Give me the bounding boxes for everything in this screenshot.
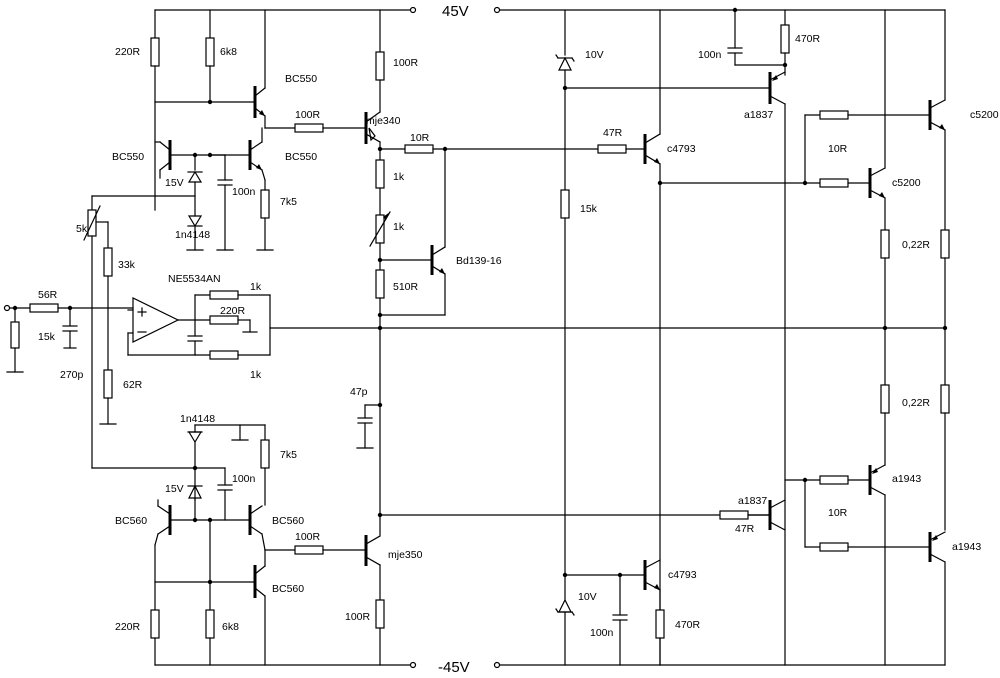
label-a1943-b: a1943 bbox=[952, 541, 981, 553]
label-47p: 47p bbox=[350, 386, 368, 398]
label-bc560-left: BC560 bbox=[115, 515, 147, 527]
label-270p: 270p bbox=[60, 369, 84, 381]
label-100r-bot: 100R bbox=[345, 611, 371, 623]
label-100r-base-bot: 100R bbox=[295, 531, 321, 543]
label-1k-trim: 1k bbox=[393, 221, 405, 233]
opamp-section bbox=[3, 195, 948, 469]
label-15v-top: 15V bbox=[165, 177, 184, 189]
label-ne5534: NE5534AN bbox=[168, 273, 221, 285]
label-470r-top: 470R bbox=[795, 33, 821, 45]
label-022r-bot: 0,22R bbox=[902, 397, 930, 409]
label-c4793-top: c4793 bbox=[667, 143, 696, 155]
label-bc560-bot: BC560 bbox=[272, 583, 304, 595]
label-15k-mid: 15k bbox=[580, 203, 598, 215]
label-5k-pot: 5k bbox=[76, 223, 88, 235]
label-100r-top: 100R bbox=[393, 57, 419, 69]
label-10r-vbe: 10R bbox=[410, 132, 430, 144]
label-15v-bot: 15V bbox=[165, 483, 184, 495]
label-6k8-bot: 6k8 bbox=[222, 621, 239, 633]
label-bc550-left: BC550 bbox=[112, 151, 144, 163]
label-a1943-a: a1943 bbox=[892, 473, 921, 485]
label-c5200-b: c5200 bbox=[892, 177, 921, 189]
label-bc550-top: BC550 bbox=[285, 73, 317, 85]
label-1k-fb-top: 1k bbox=[250, 281, 262, 293]
label-bc550-right: BC550 bbox=[285, 151, 317, 163]
label-220r-fb: 220R bbox=[220, 305, 246, 317]
input-stage-top bbox=[91, 9, 296, 251]
label-6k8-top: 6k8 bbox=[220, 46, 237, 58]
label-510r: 510R bbox=[393, 281, 419, 293]
label-c5200-a: c5200 bbox=[970, 109, 999, 121]
label-100r-base-top: 100R bbox=[295, 109, 321, 121]
label-10v-bot: 10V bbox=[578, 591, 597, 603]
label-56r: 56R bbox=[38, 289, 58, 301]
label-33k: 33k bbox=[118, 259, 136, 271]
positive-rail bbox=[154, 6, 946, 14]
label-47r-top: 47R bbox=[603, 127, 623, 139]
input-stage-bottom bbox=[150, 424, 771, 666]
label-a1837-bot: a1837 bbox=[738, 495, 767, 507]
output-bottom bbox=[719, 384, 950, 666]
label-a1837-top: a1837 bbox=[744, 109, 773, 121]
label-bd139: Bd139-16 bbox=[456, 255, 502, 267]
label-1k-vbe: 1k bbox=[393, 171, 405, 183]
positive-rail-label: 45V bbox=[442, 3, 469, 20]
label-62r: 62R bbox=[123, 379, 143, 391]
label-1n4148-bot: 1n4148 bbox=[180, 413, 215, 425]
negative-rail-label: -45V bbox=[438, 659, 470, 676]
negative-rail bbox=[154, 661, 946, 669]
label-100n-bot: 100n bbox=[232, 473, 256, 485]
label-10r-out-top: 10R bbox=[828, 143, 848, 155]
label-mje350: mje350 bbox=[388, 549, 423, 561]
label-220r-top: 220R bbox=[115, 46, 141, 58]
label-7k5-bot: 7k5 bbox=[280, 449, 297, 461]
label-mje340: mje340 bbox=[366, 115, 401, 127]
label-7k5-top: 7k5 bbox=[280, 196, 297, 208]
label-bc560-right: BC560 bbox=[272, 515, 304, 527]
driver-top bbox=[555, 7, 821, 666]
label-15k-input: 15k bbox=[38, 331, 56, 343]
label-c4793-bot: c4793 bbox=[668, 569, 697, 581]
label-022r-top: 0,22R bbox=[902, 239, 930, 251]
vas-top bbox=[294, 9, 599, 536]
label-1k-fb-bot: 1k bbox=[250, 369, 262, 381]
label-100n-top: 100n bbox=[232, 186, 256, 198]
cap-47p bbox=[356, 402, 383, 449]
label-1n4148-top: 1n4148 bbox=[175, 229, 210, 241]
label-100n-driver-bot: 100n bbox=[590, 627, 614, 639]
label-47r-bot: 47R bbox=[735, 523, 755, 535]
label-470r-bot: 470R bbox=[675, 619, 701, 631]
label-220r-bot: 220R bbox=[115, 621, 141, 633]
driver-bottom bbox=[555, 559, 665, 666]
label-10r-out-bot: 10R bbox=[828, 507, 848, 519]
label-100n-driver-top: 100n bbox=[698, 49, 722, 61]
output-top bbox=[802, 9, 950, 386]
label-10v-top: 10V bbox=[585, 49, 604, 61]
